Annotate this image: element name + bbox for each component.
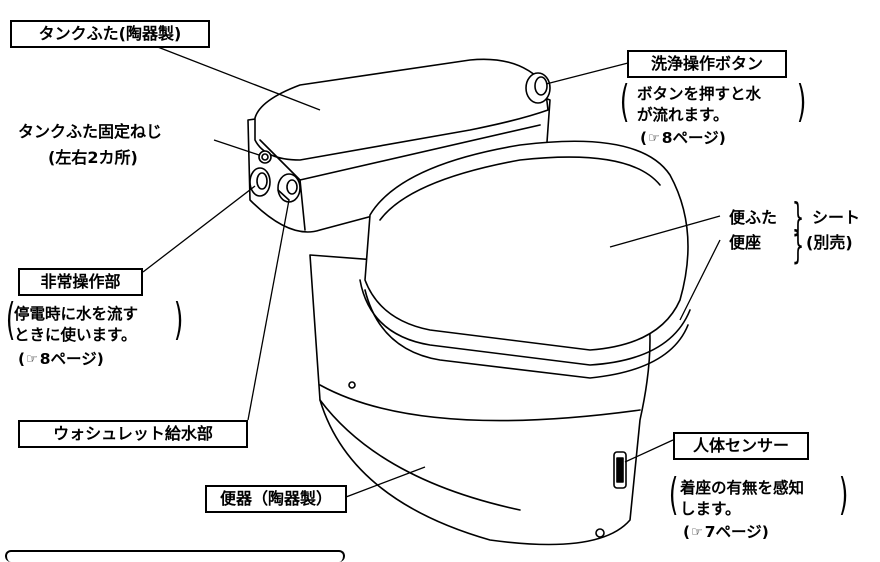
emergency-page-ref: ( ☞ 8ページ ) (18, 349, 104, 370)
leader-flush-button (545, 62, 629, 85)
ref-close: ) (761, 523, 769, 541)
sensor-note-close-paren: ) (838, 469, 849, 520)
sensor-note-line-1: 着座の有無を感知 (680, 479, 805, 497)
emergency-note-line-2: ときに使います。 (14, 326, 137, 344)
leader-emergency (142, 185, 256, 273)
tank-screw-label-line-2: (左右2カ所) (48, 148, 138, 167)
flush-page-ref: ( ☞ 8ページ ) (640, 128, 726, 149)
leader-sensor (624, 439, 674, 463)
seat-group-brace-top: } (792, 195, 805, 239)
bowl-label: 便器（陶器製） (205, 485, 347, 513)
tank-screw-label-line-1: タンクふた固定ねじ (18, 122, 163, 141)
tank-lid-label: タンクふた(陶器製) (10, 20, 210, 48)
flush-note-open-paren: ( (619, 76, 630, 127)
leader-tank-lid (149, 43, 321, 111)
leader-bowl (345, 466, 426, 498)
toilet-bowl-rim-line (319, 384, 641, 422)
seat-lid-shape (364, 140, 689, 351)
flush-note-close-paren: ) (796, 76, 807, 127)
flush-note-line-1: ボタンを押すと水 (637, 85, 762, 103)
emergency-note-line-1: 停電時に水を流す (14, 305, 139, 323)
ref-open: ( (18, 350, 26, 368)
leader-seat (679, 239, 721, 321)
sensor-label: 人体センサー (673, 432, 809, 460)
emergency-label: 非常操作部 (18, 268, 143, 296)
emergency-note-close-paren: ) (173, 294, 184, 345)
leader-tank-screw (213, 139, 260, 156)
seat-group-label-line-1: シート (812, 208, 861, 227)
seat-group-brace-bottom: } (792, 223, 805, 267)
toilet-base-curve (319, 399, 521, 511)
tank-screw-shape (258, 150, 272, 164)
sensor-ref-text: 7ページ (704, 523, 762, 541)
ref-open: ( (640, 129, 648, 147)
sensor-page-ref: ( ☞ 7ページ ) (683, 522, 769, 543)
emergency-note-open-paren: ( (5, 294, 16, 345)
water-supply-label: ウォシュレット給水部 (18, 420, 248, 448)
emergency-ref-text: 8ページ (39, 350, 97, 368)
seat-group-label-line-2: (別売) (806, 233, 853, 252)
sensor-note-line-2: します。 (680, 500, 741, 518)
flush-button-label: 洗浄操作ボタン (627, 50, 787, 78)
ref-close: ) (718, 129, 726, 147)
leader-seat-lid (609, 215, 721, 248)
sensor-note-open-paren: ( (668, 469, 679, 520)
ref-close: ) (96, 350, 104, 368)
flush-note-line-2: が流れます。 (637, 106, 729, 124)
bottom-frame-edge (5, 550, 345, 562)
leader-water-supply (247, 199, 290, 421)
pointing-hand-icon: ☞ (691, 525, 703, 540)
flush-ref-text: 8ページ (661, 129, 719, 147)
seat-lid-label: 便ふた (729, 208, 778, 227)
pointing-hand-icon: ☞ (648, 131, 660, 146)
seat-label: 便座 (729, 233, 762, 252)
ref-open: ( (683, 523, 691, 541)
pointing-hand-icon: ☞ (26, 352, 38, 367)
